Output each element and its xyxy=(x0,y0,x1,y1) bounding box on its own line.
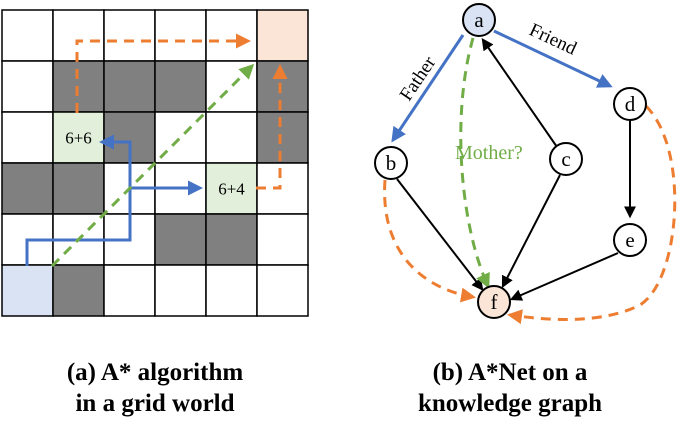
start-cell xyxy=(1,264,54,317)
wall-cell xyxy=(154,60,207,113)
eval-label: 6+6 xyxy=(65,129,92,148)
grid-cell xyxy=(256,213,309,266)
node-c: c xyxy=(549,142,583,176)
wall-cell xyxy=(52,162,105,215)
grid-world-panel: 6+6 6+4 xyxy=(1,9,309,317)
eval-label: 6+4 xyxy=(218,180,245,199)
node-b: b xyxy=(374,146,408,180)
grid-cell xyxy=(103,9,156,62)
wall-cell xyxy=(205,213,258,266)
orange-curve-b-f xyxy=(383,179,476,303)
node-e: e xyxy=(613,223,647,257)
node-label: a xyxy=(474,8,484,32)
goal-cell xyxy=(256,9,309,62)
node-circle xyxy=(549,142,583,176)
node-d: d xyxy=(613,87,647,121)
blue-search-path xyxy=(25,134,132,266)
grid-cell xyxy=(205,264,258,317)
node-circle xyxy=(462,3,496,37)
knowledge-graph-panel: Father Friend Mother? a b c d e f xyxy=(374,3,677,325)
edge-e-f xyxy=(509,252,619,301)
wall-cell xyxy=(52,264,105,317)
wall-cell xyxy=(154,213,207,266)
grid-cell xyxy=(1,60,54,113)
node-circle xyxy=(613,223,647,257)
orange-path-top xyxy=(75,33,251,113)
eval-labels: 6+6 6+4 xyxy=(65,129,245,199)
wall-cell xyxy=(103,60,156,113)
node-f: f xyxy=(477,285,511,319)
green-diagonal-path xyxy=(50,63,255,268)
grid-cell xyxy=(103,264,156,317)
grid-cell xyxy=(205,9,258,62)
wall-cell xyxy=(256,111,309,164)
grid-cells xyxy=(1,9,309,317)
edge-label-friend: Friend xyxy=(526,19,580,59)
node-label: d xyxy=(625,92,636,116)
eval-cell xyxy=(205,162,258,215)
grid-cell xyxy=(154,264,207,317)
query-curve-a-f xyxy=(459,37,490,289)
node-label: e xyxy=(625,228,634,252)
grid-cell xyxy=(1,111,54,164)
node-label: b xyxy=(386,151,397,175)
caption-a-line1: (a) A* algorithm xyxy=(66,359,244,386)
wall-cell xyxy=(1,162,54,215)
grid-cell xyxy=(154,9,207,62)
edge-a-b xyxy=(391,34,465,143)
node-label: c xyxy=(561,147,570,171)
orange-curve-d-f xyxy=(507,104,677,325)
node-circle xyxy=(477,285,511,319)
grid-cell xyxy=(205,111,258,164)
caption-b-line1: (b) A*Net on a xyxy=(432,359,588,386)
query-label: Mother? xyxy=(455,142,523,164)
wall-cell xyxy=(256,60,309,113)
caption-b: (b) A*Net on a knowledge graph xyxy=(360,357,660,419)
edge-c-a xyxy=(481,38,558,148)
node-circle xyxy=(613,87,647,121)
node-a: a xyxy=(462,3,496,37)
grid-cell xyxy=(1,9,54,62)
edge-a-d xyxy=(493,29,613,88)
orange-path-right xyxy=(256,64,288,190)
caption-b-line2: knowledge graph xyxy=(417,390,603,417)
caption-a-line2: in a grid world xyxy=(75,390,235,417)
node-label: f xyxy=(491,290,498,314)
edge-b-f xyxy=(396,178,484,291)
node-circle xyxy=(374,146,408,180)
caption-a: (a) A* algorithm in a grid world xyxy=(0,357,310,419)
edge-c-f xyxy=(501,174,561,289)
grid-cell xyxy=(256,264,309,317)
